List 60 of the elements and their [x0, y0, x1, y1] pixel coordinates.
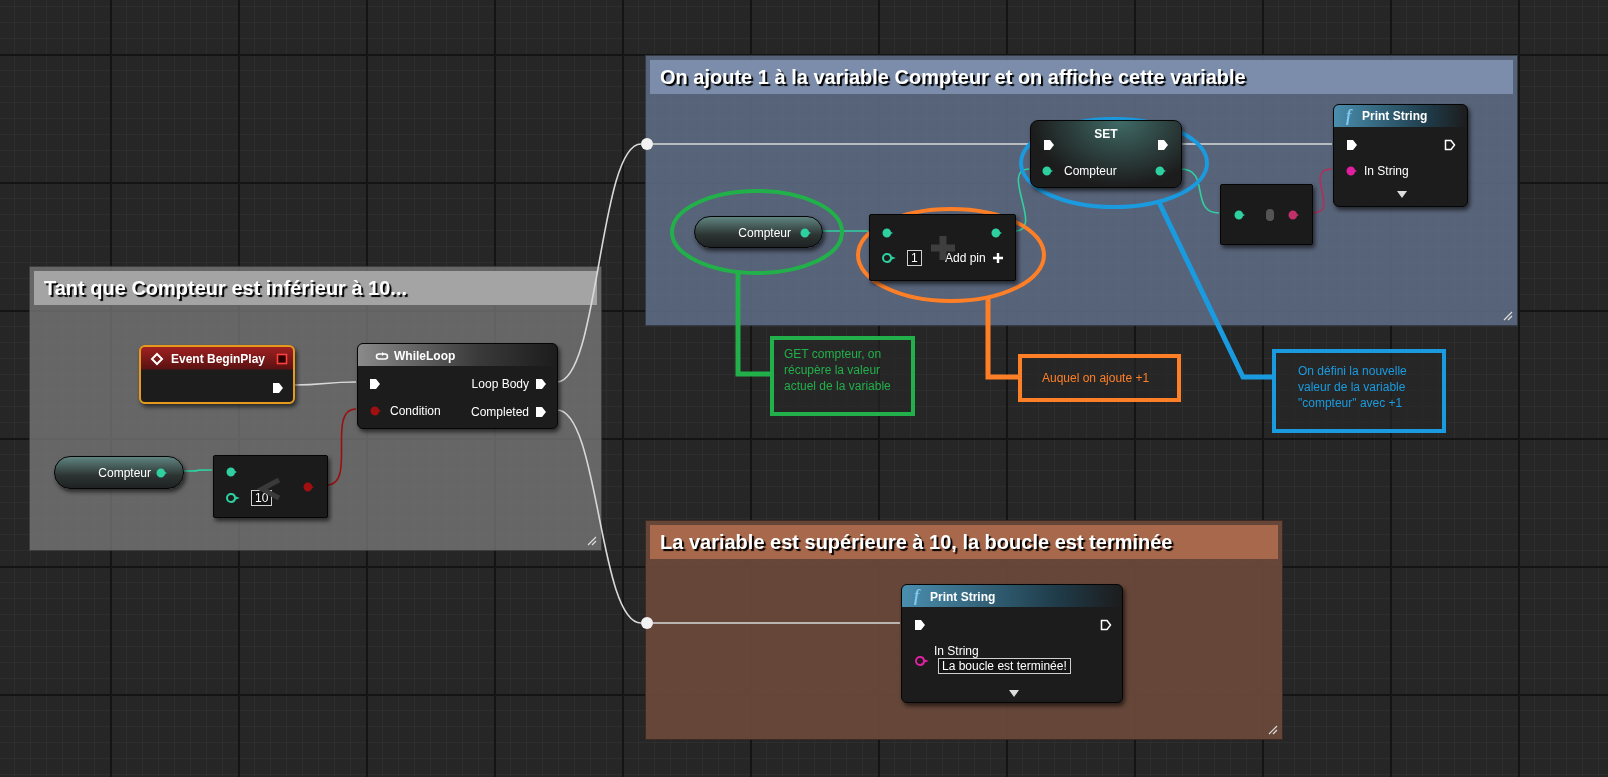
- wire: [1014, 168, 1030, 232]
- function-node: [1333, 104, 1468, 207]
- comment-title: La variable est supérieure à 10, la boucle est terminée: [650, 525, 1278, 559]
- set-node: [1030, 120, 1182, 188]
- variable-name: Compteur: [738, 226, 791, 240]
- wire: [1180, 143, 1333, 145]
- leader-line: [985, 298, 1018, 380]
- reroute-knot: [641, 138, 653, 150]
- comment-box: [645, 55, 1518, 326]
- wire: [652, 143, 1030, 145]
- comment-box: [29, 266, 602, 551]
- annotation-text: On défini la nouvelle valeur de la variable "compteur" avec +1: [1298, 363, 1408, 411]
- wire: [182, 469, 213, 472]
- function-symbol: f: [914, 588, 920, 604]
- comment-title: Tant que Compteur est inférieur à 10...: [34, 271, 597, 305]
- variable-node: [54, 456, 184, 489]
- wire: [556, 143, 642, 383]
- annotation-text: GET compteur, on récupère la valeur actuel de la variable: [784, 346, 892, 394]
- annotation-box: [1272, 349, 1446, 433]
- annotation-box: [770, 336, 915, 416]
- function-symbol: f: [1346, 108, 1352, 124]
- reroute-knot: [641, 617, 653, 629]
- pin-label: Completed: [470, 405, 529, 419]
- loop-node: [357, 343, 558, 429]
- pin-label: In String: [1364, 164, 1409, 178]
- wire: [821, 230, 869, 232]
- variable-name: Compteur: [98, 466, 151, 480]
- node-title: Print String: [930, 590, 996, 604]
- comment-box: [645, 520, 1283, 740]
- event-node: [139, 345, 295, 404]
- variable-node: [694, 216, 823, 248]
- node-title: SET: [1093, 127, 1119, 141]
- pin-label: Compteur: [1064, 164, 1117, 178]
- highlight-ellipse: [1019, 117, 1209, 209]
- pin-label: Condition: [390, 404, 441, 418]
- leader-line: [735, 273, 770, 377]
- node-title: Event BeginPlay: [171, 352, 266, 366]
- value-field: La boucle est terminée!: [938, 658, 1071, 674]
- highlight-ellipse: [856, 207, 1046, 303]
- wire: [1311, 168, 1333, 214]
- value-field: 1: [907, 250, 922, 266]
- wire: [293, 381, 357, 386]
- pin-label: Loop Body: [471, 377, 529, 391]
- annotation-box: [1018, 354, 1181, 402]
- conversion-node: [1220, 184, 1313, 245]
- function-node: [901, 584, 1123, 703]
- pin-label: Add pin: [945, 251, 986, 265]
- annotation-text: Auquel on ajoute +1: [1042, 370, 1151, 386]
- comment-title: On ajoute 1 à la variable Compteur et on affiche cette variable: [650, 60, 1513, 94]
- wire: [556, 409, 642, 624]
- wire: [1180, 168, 1220, 214]
- wire: [652, 622, 901, 624]
- leader-line: [1156, 201, 1272, 380]
- node-title: Print String: [1362, 109, 1428, 123]
- wire: [326, 408, 357, 486]
- node-title: WhileLoop: [394, 349, 456, 363]
- highlight-ellipse: [670, 189, 844, 275]
- add-node: [869, 214, 1016, 281]
- compare-node: [213, 455, 328, 518]
- pin-label: In String: [934, 644, 979, 658]
